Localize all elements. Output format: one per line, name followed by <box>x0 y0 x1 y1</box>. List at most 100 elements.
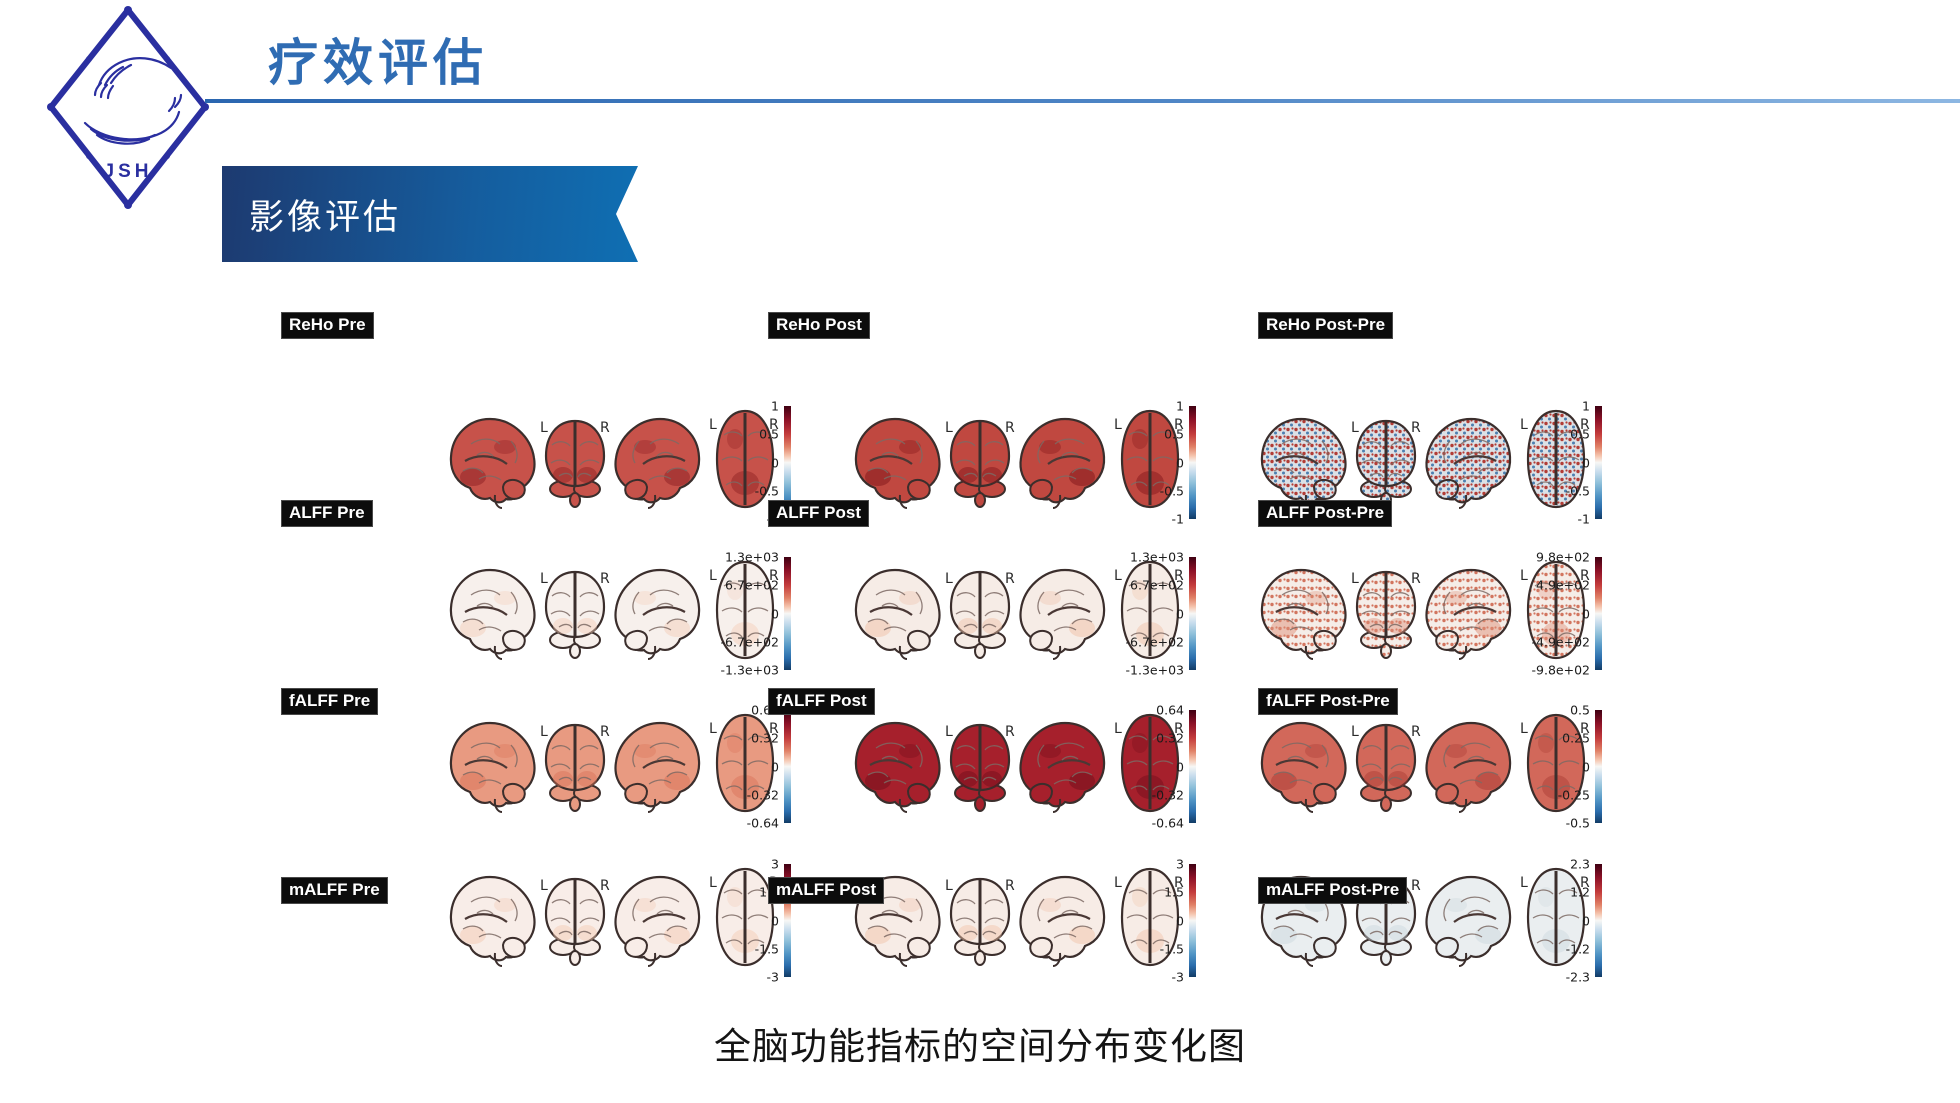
panel-label-malff-pre: mALFF Pre <box>281 877 388 904</box>
orientation-right-label: R <box>600 878 610 894</box>
colorbar-tick: -3 <box>766 969 779 985</box>
orientation-left-label: L <box>945 571 953 587</box>
colorbar-tick: 1.3e+03 <box>725 549 779 565</box>
brain-view-lateral <box>449 721 536 813</box>
colorbar-gradient <box>784 710 791 823</box>
colorbar-tick: 0.5 <box>759 426 779 442</box>
colorbar-tick: 0.5 <box>1570 426 1590 442</box>
orientation-left-label: L <box>709 568 717 584</box>
brain-view-lateral <box>854 721 941 813</box>
colorbar-tick: -2.3 <box>1565 969 1590 985</box>
brain-view-posterior: L R <box>540 723 610 812</box>
colorbar-tick: -3 <box>1171 969 1184 985</box>
panel-label-reho-post: ReHo Post <box>768 312 870 339</box>
colorbar-tick: 0 <box>771 913 779 928</box>
orientation-left-label: L <box>1520 721 1528 737</box>
colorbar-tick: -1 <box>1171 511 1184 527</box>
orientation-right-label: R <box>1174 568 1184 584</box>
orientation-left-label: L <box>945 724 953 740</box>
brain-view-posterior: L R <box>945 570 1015 659</box>
orientation-right-label: R <box>1580 568 1590 584</box>
colorbar-tick: -9.8e+02 <box>1531 662 1590 678</box>
colorbar-tick: 1.5 <box>1164 884 1184 900</box>
colorbar-tick: 1 <box>1176 398 1184 414</box>
brain-view-lateral <box>1019 875 1106 967</box>
brain-view-lateral <box>1260 721 1347 813</box>
orientation-right-label: R <box>1005 724 1015 740</box>
colorbar-gradient <box>784 406 791 519</box>
brain-view-lateral <box>614 721 701 813</box>
brain-view-lateral <box>1019 568 1106 660</box>
colorbar-tick: 1.2 <box>1570 884 1590 900</box>
brain-view-posterior: L R <box>540 877 610 966</box>
colorbar-tick: 0.5 <box>1570 702 1590 718</box>
brain-view-lateral <box>1019 417 1106 509</box>
orientation-left-label: L <box>709 875 717 891</box>
brain-view-posterior: L R <box>1351 419 1421 508</box>
colorbar-tick: 3 <box>771 856 779 872</box>
brain-view-axial: L R <box>1114 713 1184 813</box>
colorbar-tick: 9.8e+02 <box>1536 549 1590 565</box>
colorbar-tick: 1 <box>771 398 779 414</box>
brain-view-posterior: L R <box>1351 723 1421 812</box>
section-banner-label: 影像评估 <box>249 197 402 237</box>
colorbar-gradient <box>784 557 791 670</box>
colorbar-gradient <box>1595 864 1602 977</box>
colorbar-tick: -0.32 <box>1151 787 1184 803</box>
brain-view-axial: L R <box>1520 713 1590 813</box>
orientation-right-label: R <box>1005 878 1015 894</box>
colorbar-tick: 0 <box>771 759 779 774</box>
colorbar-gradient <box>1189 710 1196 823</box>
brain-view-posterior: L R <box>945 877 1015 966</box>
brain-view-lateral <box>1019 721 1106 813</box>
jsh-logo: JSH <box>47 6 209 209</box>
brain-view-lateral <box>449 417 536 509</box>
colorbar-tick: 6.7e+02 <box>725 577 779 593</box>
brain-view-axial: L R <box>1520 867 1590 967</box>
brain-view-lateral <box>449 568 536 660</box>
orientation-right-label: R <box>1580 721 1590 737</box>
colorbar-tick: 0 <box>1176 759 1184 774</box>
orientation-left-label: L <box>540 420 548 436</box>
colorbar-tick: -0.5 <box>1565 815 1590 831</box>
colorbar-tick: -0.64 <box>1151 815 1184 831</box>
orientation-left-label: L <box>1351 571 1359 587</box>
colorbar-tick: -1 <box>1577 511 1590 527</box>
colorbar-tick: -1.5 <box>1159 941 1184 957</box>
colorbar-tick: -1.5 <box>754 941 779 957</box>
brain-view-lateral <box>1425 875 1512 967</box>
orientation-right-label: R <box>1411 420 1421 436</box>
colorbar-gradient <box>1189 557 1196 670</box>
colorbar-tick: -6.7e+02 <box>720 634 779 650</box>
colorbar-gradient <box>1189 864 1196 977</box>
colorbar-tick: 0 <box>1176 455 1184 470</box>
hands-icon <box>83 57 183 145</box>
page-title: 疗效评估 <box>268 35 488 91</box>
colorbar-gradient <box>1189 406 1196 519</box>
colorbar-tick: 0 <box>1582 759 1590 774</box>
orientation-right-label: R <box>600 420 610 436</box>
brain-view-posterior: L R <box>1351 570 1421 659</box>
brain-view-lateral <box>1425 568 1512 660</box>
orientation-right-label: R <box>600 571 610 587</box>
orientation-left-label: L <box>1520 417 1528 433</box>
brain-view-lateral <box>449 875 536 967</box>
title-underline <box>205 99 1960 103</box>
logo-text: JSH <box>104 161 153 182</box>
orientation-right-label: R <box>600 724 610 740</box>
orientation-left-label: L <box>709 721 717 737</box>
brain-view-lateral <box>1425 721 1512 813</box>
colorbar-tick: 0 <box>771 606 779 621</box>
panel-label-alff-pre: ALFF Pre <box>281 500 373 527</box>
orientation-left-label: L <box>1114 568 1122 584</box>
